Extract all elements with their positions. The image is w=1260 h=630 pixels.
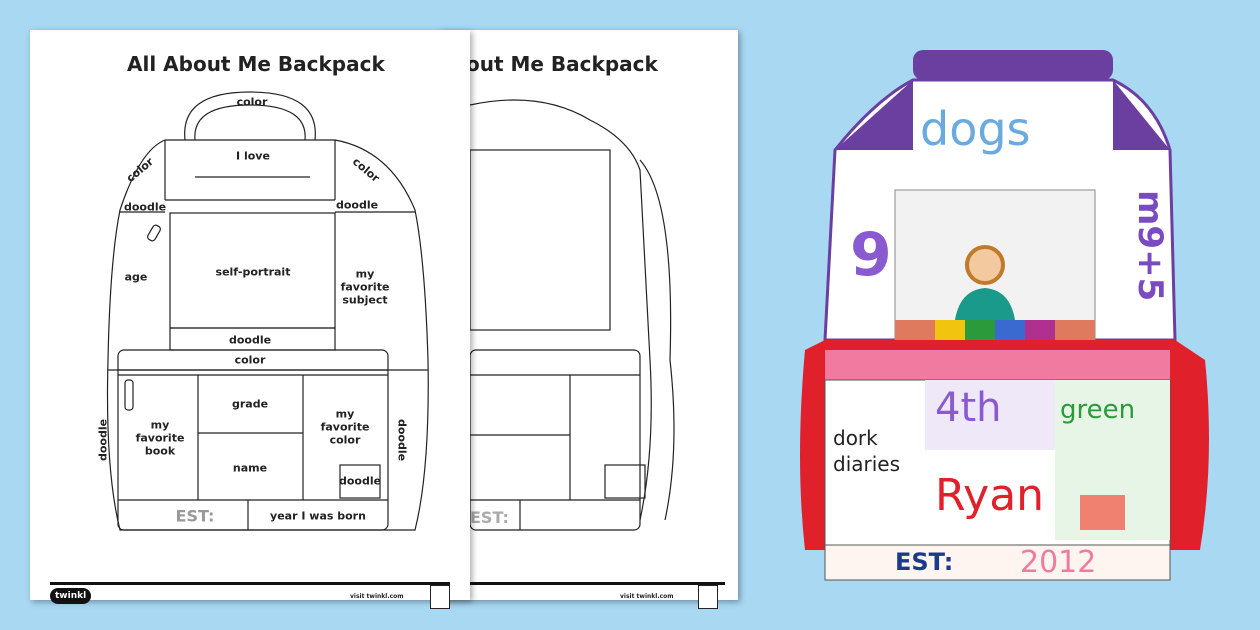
example-backpack-drawing: [800, 50, 1209, 581]
example-book: dork diaries: [833, 426, 901, 476]
example-color: green: [1060, 395, 1136, 425]
label-right-doodle: doodle: [335, 198, 379, 212]
backpack-outline: [106, 91, 429, 531]
visit-text: visit twinkl.com: [620, 593, 674, 600]
label-i-love: I love: [236, 149, 270, 163]
example-age: 9: [850, 220, 892, 290]
worksheet-front: All About Me Backpack color I love col: [30, 30, 470, 609]
worksheet-title-back: out Me Backpack: [466, 52, 658, 76]
label-side-doodle-right: doodle: [395, 418, 409, 462]
example-subject: m9+5: [1130, 190, 1170, 302]
example-year: 2012: [1020, 545, 1097, 580]
worksheet-title: All About Me Backpack: [127, 52, 385, 76]
label-pocket-color: color: [234, 353, 266, 367]
example-backpack: dogs 9 m9+5 4th green dork diaries Ryan …: [795, 40, 1215, 585]
label-mid-doodle: doodle: [228, 333, 272, 347]
example-est: EST:: [895, 548, 954, 576]
worksheet-back: out Me Backpack EST: visit twinkl.com: [440, 30, 738, 609]
example-grade: 4th: [935, 385, 1002, 431]
label-grade: grade: [231, 397, 269, 411]
example-name: Ryan: [935, 470, 1045, 521]
visit-text: visit twinkl.com: [350, 593, 404, 600]
label-favorite-subject: my favorite subject: [340, 267, 390, 307]
label-favorite-book: my favorite book: [135, 418, 185, 458]
label-name: name: [232, 461, 268, 475]
label-age: age: [124, 270, 148, 284]
badge-icon: [698, 585, 718, 609]
footer-line: [50, 582, 450, 585]
badge-icon: [430, 585, 450, 609]
footer-line: [470, 582, 725, 585]
label-small-doodle: doodle: [338, 474, 382, 488]
backpack-outline-back: [469, 99, 675, 531]
est-label-back: EST:: [470, 508, 509, 527]
label-favorite-color: my favorite color: [320, 407, 370, 447]
label-side-doodle-left: doodle: [96, 418, 110, 462]
label-year-born: year I was born: [270, 509, 366, 523]
example-i-love: dogs: [920, 102, 1031, 156]
label-est: EST:: [175, 506, 215, 526]
label-left-doodle: doodle: [123, 200, 167, 214]
label-self-portrait: self-portrait: [215, 265, 291, 279]
label-top-color: color: [236, 95, 268, 109]
twinkl-logo: twinkl: [50, 588, 92, 604]
